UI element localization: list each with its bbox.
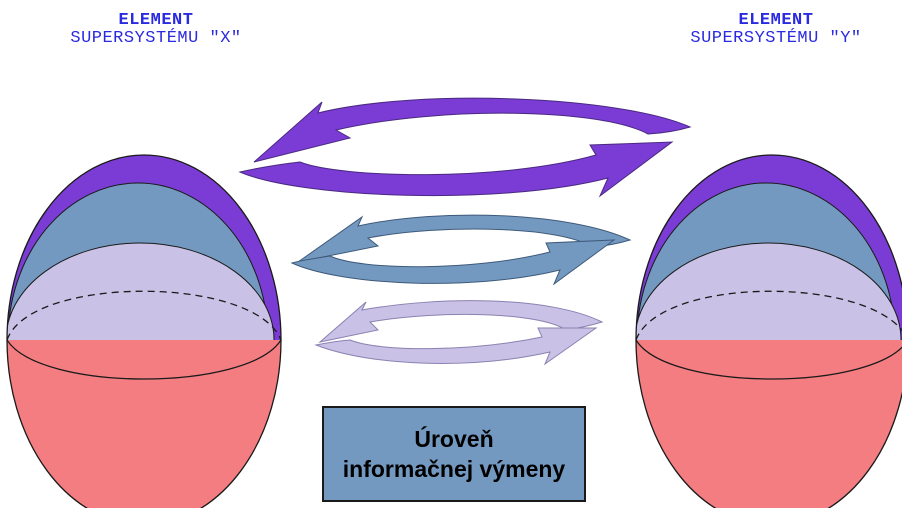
element-x-title-line1: ELEMENT	[118, 11, 194, 30]
sphere-x	[6, 154, 282, 508]
sphere-y-equator-back	[636, 290, 902, 341]
sphere-y-lower-half	[636, 340, 902, 508]
element-y-title: ELEMENT SUPERSYSTÉMU "Y"	[652, 12, 900, 48]
info-box-line1: Úroveň	[414, 426, 494, 452]
sphere-x-outline	[6, 154, 282, 508]
bidirectional-arrow-blue-icon	[290, 214, 632, 286]
sphere-x-equator-back	[7, 290, 281, 341]
information-exchange-level-box: Úroveň informačnej výmeny	[322, 406, 586, 502]
sphere-x-lower-half	[7, 340, 281, 508]
element-x-title: ELEMENT SUPERSYSTÉMU "X"	[6, 12, 306, 48]
sphere-x-equator-front	[7, 339, 281, 380]
element-y-title-line1: ELEMENT	[738, 11, 814, 30]
info-box-line2: informačnej výmeny	[342, 456, 566, 482]
sphere-y-outline	[635, 154, 902, 508]
sphere-y-equator-front	[636, 339, 902, 380]
element-y-title-line2: SUPERSYSTÉMU "Y"	[690, 29, 862, 48]
bidirectional-arrow-purple-icon	[238, 97, 692, 198]
sphere-y	[635, 154, 902, 508]
bidirectional-arrow-lavender-icon	[314, 300, 604, 366]
element-x-title-line2: SUPERSYSTÉMU "X"	[70, 29, 242, 48]
